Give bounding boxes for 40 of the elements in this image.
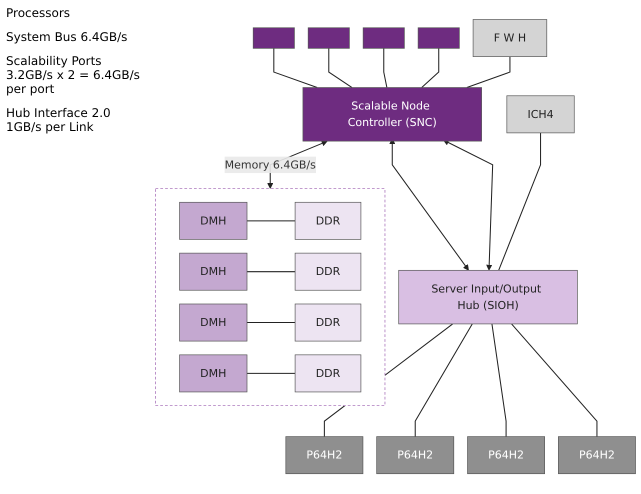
node-box: F W H [472, 20, 548, 58]
node-box: DMH [179, 354, 248, 393]
connector [498, 133, 542, 271]
node-box [252, 28, 295, 50]
node-box: DDR [294, 253, 362, 291]
connector [491, 324, 507, 437]
annotation-text: Hub Interface 2.0 1GB/s per Link [6, 106, 112, 134]
node-box: Scalable Node Controller (SNC) [302, 88, 482, 142]
node-box: DDR [294, 202, 362, 240]
node-box: DDR [294, 304, 362, 342]
connector [273, 48, 318, 88]
node-box: Server Input/Output Hub (SIOH) [398, 270, 578, 325]
node-box: P64H2 [285, 436, 364, 474]
node-box: P64H2 [467, 436, 545, 474]
connector [421, 48, 440, 88]
node-box [362, 28, 405, 50]
connector [414, 324, 473, 437]
connector [247, 373, 296, 374]
cluster [155, 188, 386, 406]
node-box: DMH [179, 202, 248, 240]
annotation-text: Scalability Ports 3.2GB/s x 2 = 6.4GB/s per port [6, 54, 141, 96]
node-box [418, 28, 460, 50]
node-box: DMH [179, 253, 248, 291]
node-box: P64H2 [376, 436, 454, 474]
annotation-text: System Bus 6.4GB/s [6, 30, 128, 44]
connector [247, 220, 296, 222]
node-box: DMH [179, 304, 248, 342]
arrow [443, 140, 494, 271]
node-box: P64H2 [558, 436, 636, 474]
connector [511, 324, 598, 437]
connector [247, 272, 296, 273]
node-box [308, 28, 350, 50]
connector [383, 48, 388, 88]
connector [466, 57, 510, 88]
annotation-text: Processors [6, 6, 72, 20]
node-box: DDR [294, 354, 362, 393]
connector [328, 48, 352, 88]
edge-label: Memory 6.4GB/s [224, 158, 316, 172]
node-box: ICH4 [506, 96, 575, 134]
connector [247, 322, 296, 324]
